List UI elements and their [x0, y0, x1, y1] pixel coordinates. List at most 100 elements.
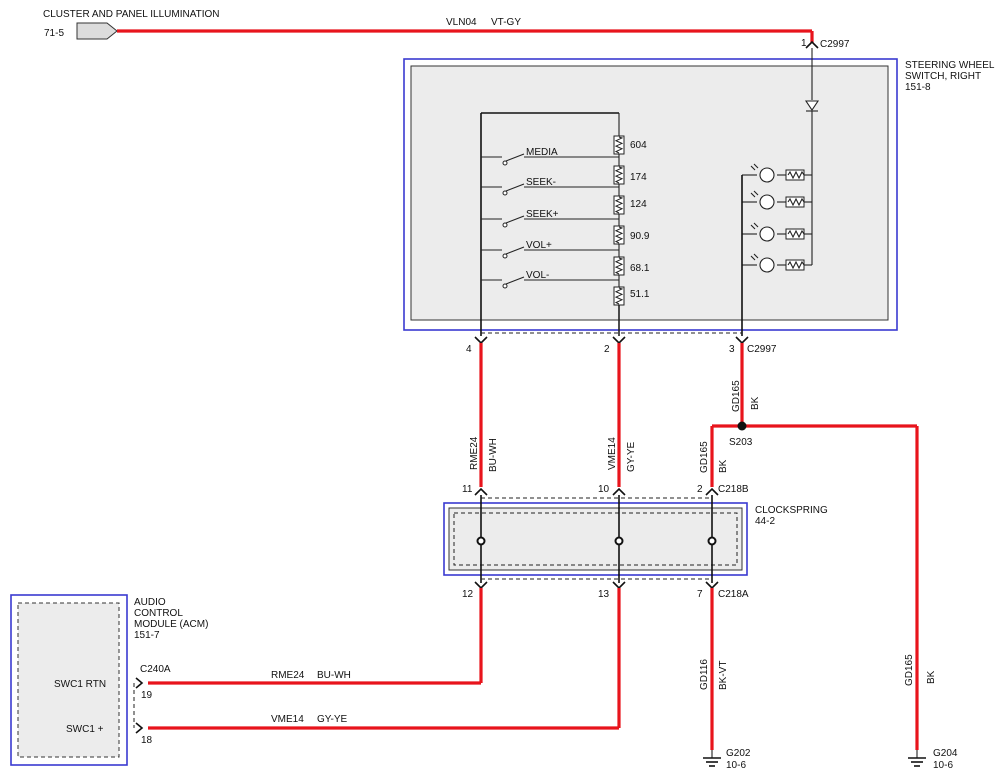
clockspring-outline — [443, 502, 748, 576]
c218a-connector: C218A — [718, 589, 749, 600]
button-label-vol-plus: VOL+ — [526, 240, 552, 251]
mid-circuit-gd165: GD165 — [699, 441, 710, 473]
c2997-top-connector: C2997 — [820, 39, 850, 50]
switch-row-seek-plus: SEEK+ — [481, 209, 619, 228]
c2997-pin-3: 3 — [729, 344, 735, 355]
acm-wire-1-color: BU-WH — [317, 670, 351, 681]
acm-wire-2-circuit: VME14 — [271, 714, 304, 725]
acm-pin-19: 19 — [141, 690, 153, 701]
mid-circuit-vme14: VME14 — [607, 437, 618, 470]
resistor-1 — [613, 135, 625, 155]
mid-circuit-rme24: RME24 — [469, 436, 480, 470]
clockspring-node-2 — [614, 536, 624, 546]
acm-outline — [10, 594, 128, 766]
c218a-pin-12: 12 — [462, 589, 474, 600]
diode-icon — [804, 100, 820, 111]
mid-color-bu-wh: BU-WH — [488, 438, 499, 472]
clockspring-name: CLOCKSPRING — [755, 505, 828, 516]
resistor-value-90-9: 90.9 — [630, 231, 650, 242]
c2997-bottom-connector: C2997 — [747, 344, 777, 355]
mid-color-gy-ye: GY-YE — [626, 441, 637, 472]
acm-pin18-arrow-icon — [135, 722, 144, 734]
steering-switch-name-1: STEERING WHEEL — [905, 60, 995, 71]
clockspring-node-3 — [707, 536, 717, 546]
resistor-value-68-1: 68.1 — [630, 263, 650, 274]
clockspring-node-1 — [476, 536, 486, 546]
splice-upper-color: BK — [750, 396, 761, 410]
c2997-pin3-arrow-icon — [735, 336, 749, 345]
acm-connector: C240A — [140, 664, 171, 675]
switch-row-media: MEDIA — [481, 147, 619, 166]
resistor-5 — [613, 256, 625, 276]
resistor-4 — [613, 225, 625, 245]
resistor-3 — [613, 195, 625, 215]
g204-wire-color: BK — [926, 670, 937, 684]
illumination-ref: 71-5 — [44, 28, 64, 39]
c2997-pin1-arrow-icon — [805, 40, 819, 49]
g204-wire-circuit: GD165 — [904, 654, 915, 686]
c218b-connector: C218B — [718, 484, 749, 495]
c2997-top-pin: 1 — [801, 38, 807, 49]
illumination-connector-icon — [76, 22, 118, 40]
acm-wire-1-circuit: RME24 — [271, 670, 305, 681]
button-label-seek-plus: SEEK+ — [526, 209, 559, 220]
g202-ref: 10-6 — [726, 760, 746, 771]
resistor-6 — [613, 286, 625, 306]
c2997-pin-2: 2 — [604, 344, 610, 355]
splice-s203-dot — [737, 421, 747, 431]
button-label-media: MEDIA — [526, 147, 558, 158]
switch-row-vol-plus: VOL+ — [481, 240, 619, 259]
splice-upper-circuit: GD165 — [731, 380, 742, 412]
resistor-chain — [613, 135, 625, 336]
g204-name: G204 — [933, 748, 958, 759]
steering-switch-ref: 151-8 — [905, 82, 931, 93]
c218a-pin-13: 13 — [598, 589, 610, 600]
c218b-pin-11: 11 — [462, 484, 473, 495]
acm-pin-label-swc1-rtn: SWC1 RTN — [54, 679, 106, 690]
clockspring-ref: 44-2 — [755, 516, 775, 527]
led-4-icon — [759, 257, 775, 273]
mid-color-bk: BK — [718, 459, 729, 473]
led-1-icon — [759, 167, 775, 183]
acm-pin-label-swc1-plus: SWC1 + — [66, 724, 104, 735]
acm-ref: 151-7 — [134, 630, 160, 641]
acm-body — [17, 602, 120, 758]
acm-name-1: AUDIO — [134, 597, 166, 608]
wire-vln04-color: VT-GY — [491, 17, 521, 28]
clockspring-body — [448, 507, 743, 571]
c218a-pin-7: 7 — [697, 589, 703, 600]
steering-switch-body — [410, 65, 889, 321]
led-row-2 — [742, 194, 812, 210]
acm-name-3: MODULE (ACM) — [134, 619, 208, 630]
g202-name: G202 — [726, 748, 751, 759]
ground-g202-icon — [703, 750, 721, 767]
c218b-pin-2: 2 — [697, 484, 703, 495]
c218b-pin11-arrow-icon — [474, 487, 488, 496]
splice-s203-label: S203 — [729, 437, 753, 448]
led-emission-icons — [750, 163, 759, 261]
acm-pin19-arrow-icon — [135, 677, 144, 689]
switch-row-seek-minus: SEEK- — [481, 177, 619, 196]
steering-switch-outline — [403, 58, 898, 331]
acm-name-2: CONTROL — [134, 608, 183, 619]
steering-switch-name-2: SWITCH, RIGHT — [905, 71, 981, 82]
led-row-3 — [742, 226, 812, 242]
acm-pin-18: 18 — [141, 735, 153, 746]
c2997-pin-4: 4 — [466, 344, 472, 355]
resistor-2 — [613, 165, 625, 185]
clockspring-inner-dash — [453, 512, 738, 566]
wire-vln04-circuit: VLN04 — [446, 17, 477, 28]
button-label-vol-minus: VOL- — [526, 270, 549, 281]
resistor-value-124: 124 — [630, 199, 647, 210]
led-3-icon — [759, 226, 775, 242]
switch-row-vol-minus: VOL- — [481, 270, 619, 289]
led-row-1 — [742, 167, 812, 183]
resistor-value-604: 604 — [630, 140, 647, 151]
c2997-pin2-arrow-icon — [612, 336, 626, 345]
resistor-value-174: 174 — [630, 172, 647, 183]
c2997-pin4-arrow-icon — [474, 336, 488, 345]
g202-wire-circuit: GD116 — [699, 659, 710, 690]
resistor-value-51-1: 51.1 — [630, 289, 650, 300]
ground-g204-icon — [908, 750, 926, 767]
